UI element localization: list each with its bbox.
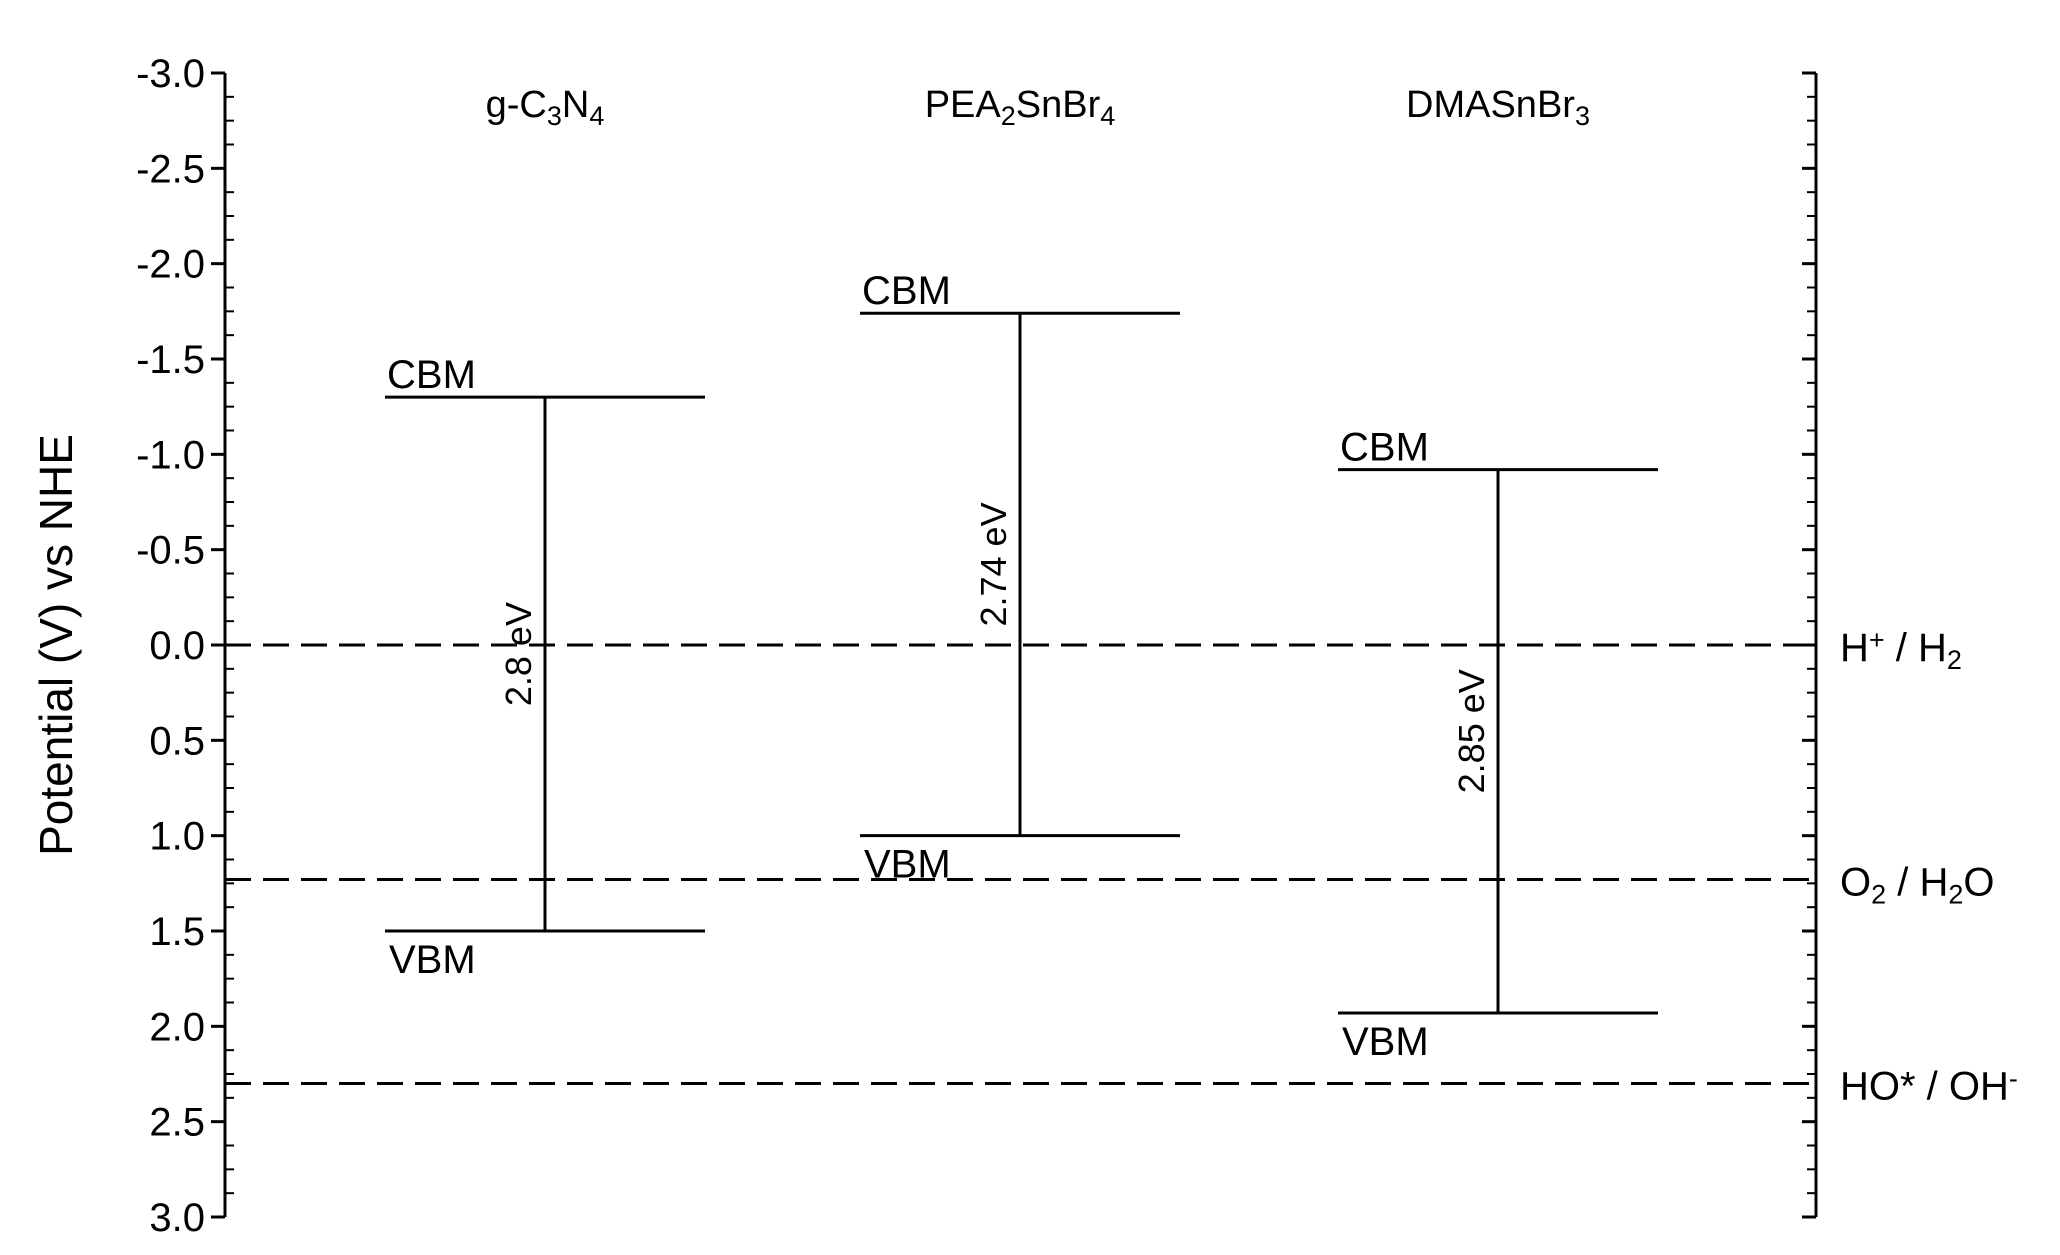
- band-gap-label: 2.8 eV: [498, 602, 539, 706]
- material-group: CBM VBM 2.8 eV g-C3N4: [385, 84, 705, 982]
- material-group: CBM VBM 2.85 eV DMASnBr3: [1338, 84, 1658, 1064]
- y-tick-label: 2.5: [149, 1101, 205, 1145]
- material-group: CBM VBM 2.74 eV PEA2SnBr4: [860, 84, 1180, 887]
- material-name: DMASnBr3: [1406, 84, 1590, 131]
- y-tick-label: 1.5: [149, 910, 205, 954]
- reference-level-label: O2 / H2O: [1840, 861, 1995, 910]
- y-tick-label: 0.0: [149, 624, 205, 668]
- y-tick-label: 1.0: [149, 815, 205, 859]
- reference-levels: H+ / H2 O2 / H2O HO* / OH-: [225, 625, 2018, 1109]
- band-gap-label: 2.85 eV: [1451, 669, 1492, 793]
- band-gap-label: 2.74 eV: [973, 502, 1014, 626]
- reference-level-label: HO* / OH-: [1840, 1063, 2018, 1108]
- material-name: PEA2SnBr4: [925, 84, 1116, 131]
- material-name: g-C3N4: [486, 84, 605, 131]
- y-tick-label: 2.0: [149, 1005, 205, 1049]
- y-tick-label: -2.5: [136, 147, 205, 191]
- y-tick-label: 0.5: [149, 719, 205, 763]
- vbm-label: VBM: [864, 843, 951, 887]
- y-tick-label: -1.5: [136, 338, 205, 382]
- reference-level-label: H+ / H2: [1840, 625, 1962, 675]
- y-tick-label: -2.0: [136, 243, 205, 287]
- vbm-label: VBM: [1342, 1020, 1429, 1064]
- y-tick-label: 3.0: [149, 1196, 205, 1240]
- y-axis-label: Potential (V) vs NHE: [30, 434, 82, 856]
- cbm-label: CBM: [387, 353, 476, 397]
- cbm-label: CBM: [862, 269, 951, 313]
- cbm-label: CBM: [1340, 426, 1429, 470]
- y-tick-label: -1.0: [136, 433, 205, 477]
- y-tick-label: -3.0: [136, 52, 205, 96]
- vbm-label: VBM: [389, 938, 476, 982]
- y-tick-label: -0.5: [136, 529, 205, 573]
- y-axis-ticks: -3.0 -2.5 -2.0 -1.5 -1.0 -0.5 0.0 0.5 1.0 1.5 2.0 2…: [136, 52, 1816, 1240]
